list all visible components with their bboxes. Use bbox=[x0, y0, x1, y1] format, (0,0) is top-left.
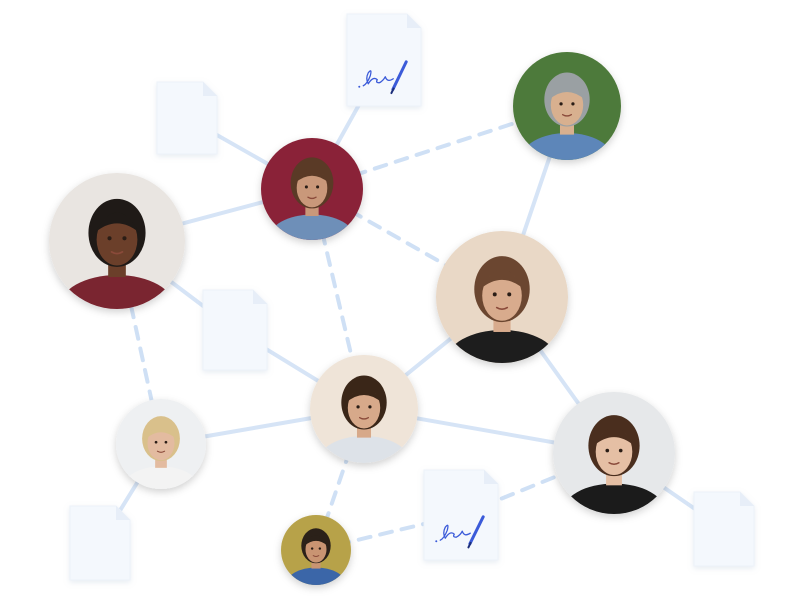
document-icon-top-signed bbox=[346, 13, 422, 107]
avatar-man-round-glasses bbox=[553, 392, 675, 514]
avatar-woman-curly-hair bbox=[49, 173, 185, 309]
avatar-older-man-glasses bbox=[513, 52, 621, 160]
document-icon-bottom-signed bbox=[423, 469, 499, 561]
document-icon-top-left bbox=[156, 81, 218, 155]
signature-mark bbox=[435, 515, 485, 549]
person-avatars bbox=[49, 52, 675, 585]
avatar-person-short-hair bbox=[310, 355, 418, 463]
avatar-woman-beach bbox=[436, 231, 568, 363]
document-icon-bottom-right bbox=[693, 491, 755, 567]
avatar-man-beard-stage bbox=[261, 138, 363, 240]
document-icons bbox=[69, 13, 755, 581]
document-icon-middle bbox=[202, 289, 268, 371]
document-icon-bottom-left bbox=[69, 505, 131, 581]
avatar-woman-blonde bbox=[116, 399, 206, 489]
signature-mark bbox=[358, 60, 408, 95]
avatar-young-man-park bbox=[281, 515, 351, 585]
